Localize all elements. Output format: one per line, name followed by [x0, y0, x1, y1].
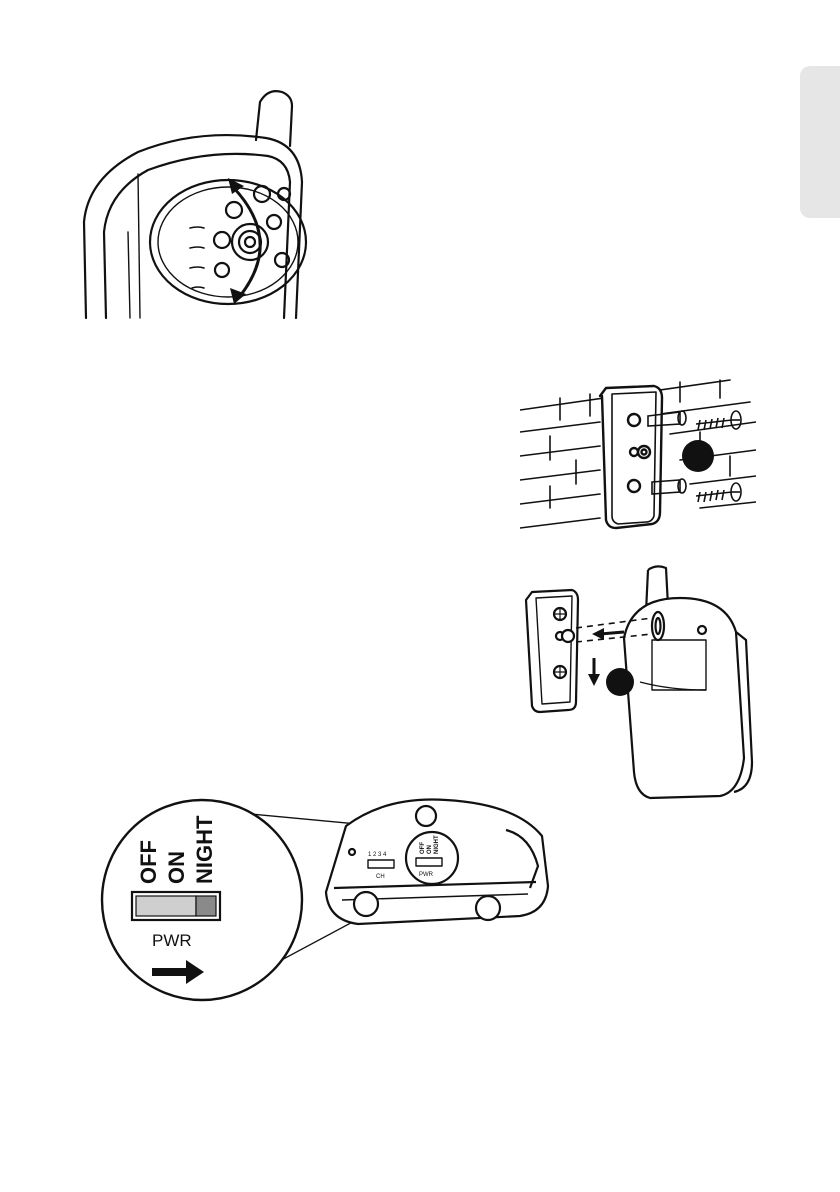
step-marker: [682, 440, 714, 472]
night-position-label: NIGHT: [192, 815, 217, 884]
channel-label: CH: [376, 874, 385, 880]
step-marker: [606, 668, 634, 696]
small-on-label: ON: [427, 845, 433, 854]
wall-bracket-mounting-illustration: [520, 376, 756, 536]
language-side-tab: [800, 66, 840, 218]
on-position-label: ON: [164, 851, 189, 884]
small-power-label: PWR: [419, 872, 434, 878]
camera-lens-tilt-illustration: [78, 82, 314, 324]
camera-attach-to-bracket-illustration: [520, 562, 764, 812]
power-switch-illustration: 1 2 3 4 CH OFF ON NIGHT PWR OFF ON NIGHT…: [86, 796, 556, 1004]
small-night-label: NIGHT: [434, 835, 440, 854]
small-off-label: OFF: [420, 842, 426, 854]
power-label: PWR: [152, 931, 192, 950]
channel-numbers: 1 2 3 4: [368, 852, 387, 858]
power-switch-track: [136, 896, 196, 916]
power-switch-knob: [196, 896, 216, 916]
off-position-label: OFF: [136, 840, 161, 884]
